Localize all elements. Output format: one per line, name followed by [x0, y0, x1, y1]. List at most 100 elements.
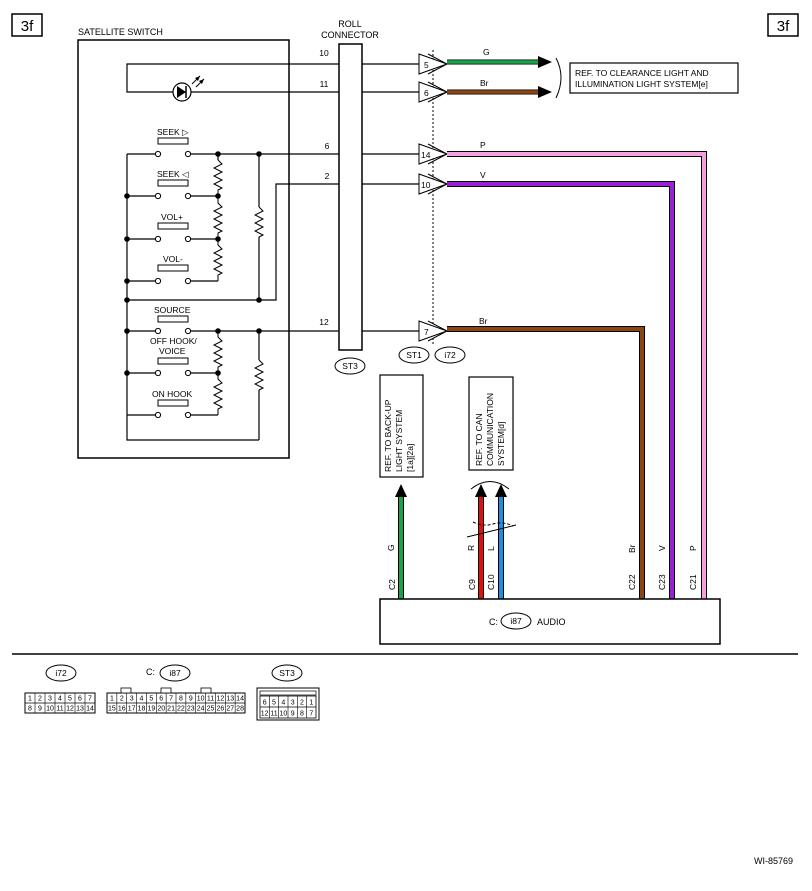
wire-label-v-v: V [657, 545, 667, 551]
legend-pin-label: 8 [179, 696, 183, 703]
ref-clearance-light[interactable]: REF. TO CLEARANCE LIGHT AND ILLUMINATION… [569, 62, 739, 94]
wire-label-p-v: P [688, 545, 698, 551]
roll-connector-title-2: CONNECTOR [321, 30, 379, 40]
ref-can-communication[interactable]: REF. TO CAN COMMUNICATION SYSTEM[d] [468, 376, 514, 471]
green-wire-bottom [395, 484, 407, 600]
wire-label-br-top: Br [480, 78, 489, 88]
connector-pin: 6 [424, 88, 429, 98]
svg-text:REF. TO CAN: REF. TO CAN [474, 413, 484, 466]
connector-pin: 5 [424, 60, 429, 70]
brown-wire-mid [447, 326, 645, 600]
seek-up-label: SEEK ▷ [157, 127, 189, 137]
legend-pin-label: 11 [270, 711, 277, 718]
red-wire [475, 484, 487, 600]
legend-pin-label: 14 [86, 706, 94, 713]
i72-connector-id-bg [434, 346, 466, 364]
violet-wire [447, 181, 675, 600]
audio-connector-id: i87 [510, 616, 522, 626]
illumination-led-icon [172, 75, 205, 102]
legend-pin-label: 3 [130, 696, 134, 703]
st1-connector-id: ST1 [406, 350, 422, 360]
brown-wire-top [447, 86, 552, 98]
svg-text:C:: C: [146, 667, 155, 677]
legend-pin-label: 8 [300, 711, 304, 718]
wire-label-br-v: Br [627, 544, 637, 553]
legend-pin-label: 11 [207, 696, 214, 703]
roll-pin: 2 [325, 171, 330, 181]
ref-backup-light[interactable]: REF. TO BACK-UP LIGHT SYSTEM [1a][2a] [379, 374, 424, 478]
roll-connector-id: ST3 [342, 361, 358, 371]
vol-down-label: VOL- [163, 254, 183, 264]
roll-connector-title-1: ROLL [338, 19, 362, 29]
legend-pin-label: 11 [56, 706, 63, 713]
connector-pin: 7 [424, 327, 429, 337]
audio-pin: C23 [657, 574, 667, 590]
page-tag-right: 3f [767, 13, 799, 37]
legend-pin-label: 16 [118, 706, 126, 713]
legend-pin-label: 9 [189, 696, 193, 703]
legend-pin-label: 6 [159, 696, 163, 703]
legend-pin-label: 2 [38, 696, 42, 703]
off-hook-label-2: VOICE [159, 346, 186, 356]
connector-pin: 14 [421, 150, 431, 160]
legend-pin-label: 10 [46, 706, 54, 713]
legend-pin-label: 2 [120, 696, 124, 703]
legend-pin-label: 5 [272, 700, 276, 707]
svg-text:ILLUMINATION LIGHT SYSTEM[e]: ILLUMINATION LIGHT SYSTEM[e] [575, 79, 708, 89]
wire-label-g-top: G [483, 47, 490, 57]
legend-pin-label: 12 [261, 711, 269, 718]
legend-pin-label: 7 [169, 696, 173, 703]
legend-pin-label: 6 [263, 700, 267, 707]
roll-pin: 10 [319, 48, 329, 58]
twisted-pair-icon [466, 521, 517, 538]
svg-text:ST3: ST3 [279, 668, 295, 678]
legend-pin-label: 1 [309, 700, 313, 707]
legend-pin-label: 17 [128, 706, 136, 713]
pink-wire [447, 151, 707, 600]
legend-pin-label: 1 [28, 696, 32, 703]
legend-pin-label: 8 [28, 706, 32, 713]
st1-connector-id-bg [398, 346, 430, 364]
green-wire-top [447, 56, 552, 68]
satellite-switch: SATELLITE SWITCH SEEK ▷ SEEK ◁ [77, 27, 339, 459]
legend-pin-label: 2 [300, 700, 304, 707]
legend-pin-label: 12 [216, 696, 224, 703]
legend-pin-label: 7 [309, 711, 313, 718]
legend-pin-label: 20 [157, 706, 165, 713]
svg-text:3f: 3f [21, 18, 34, 35]
legend-pin-label: 3 [291, 700, 295, 707]
svg-text:i87: i87 [169, 668, 181, 678]
wire-label-br-mid: Br [479, 316, 488, 326]
wire-label-v: V [480, 170, 486, 180]
page-tag-left: 3f [11, 13, 43, 37]
legend-pin-label: 18 [138, 706, 146, 713]
audio-pin: C10 [486, 574, 496, 590]
audio-unit: C: i87 AUDIO [379, 598, 721, 645]
i72-connector-id: i72 [444, 350, 456, 360]
legend-pin-label: 13 [226, 696, 234, 703]
blue-wire [495, 484, 507, 600]
svg-text:i72: i72 [55, 668, 67, 678]
svg-text:SYSTEM[d]: SYSTEM[d] [496, 422, 506, 466]
wire-label-g-bottom: G [386, 544, 396, 551]
legend-pin-label: 4 [58, 696, 62, 703]
audio-label: AUDIO [537, 617, 566, 627]
legend-pin-label: 3 [48, 696, 52, 703]
svg-text:LIGHT SYSTEM: LIGHT SYSTEM [394, 410, 404, 472]
legend-pin-label: 23 [187, 706, 195, 713]
svg-text:REF. TO BACK-UP: REF. TO BACK-UP [383, 399, 393, 472]
legend-pin-label: 10 [279, 711, 287, 718]
audio-pin: C21 [688, 574, 698, 590]
legend-pin-label: 9 [291, 711, 295, 718]
legend-pin-label: 22 [177, 706, 185, 713]
legend-pin-label: 1 [110, 696, 114, 703]
wire-label-r: R [466, 545, 476, 551]
legend-pin-label: 5 [149, 696, 153, 703]
vol-up-label: VOL+ [161, 212, 183, 222]
wire-label-l: L [486, 546, 496, 551]
roll-pin: 12 [319, 317, 329, 327]
